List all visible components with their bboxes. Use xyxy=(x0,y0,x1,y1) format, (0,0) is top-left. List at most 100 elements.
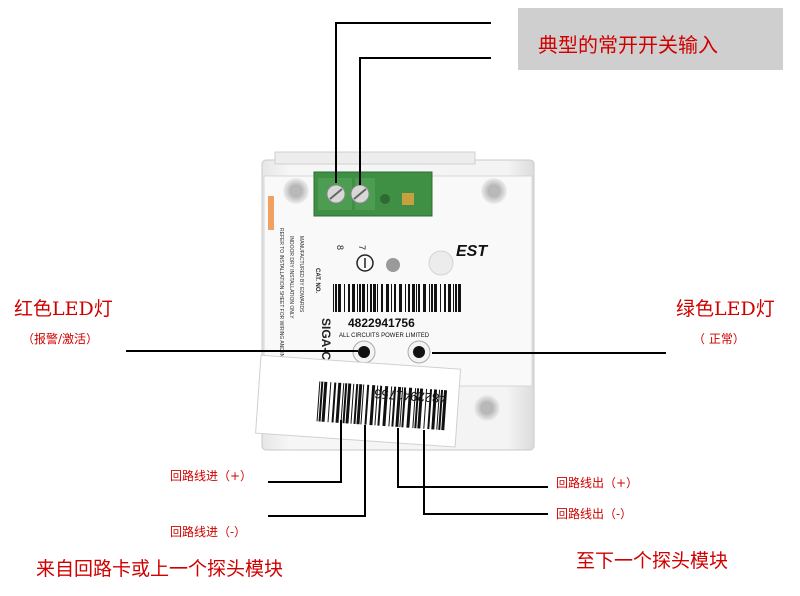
barcode-number: 4822941756 xyxy=(348,316,415,330)
leader-loop-out-plus xyxy=(397,428,548,488)
barcode-bar xyxy=(370,284,372,312)
loop-in-minus-label: 回路线进（-） xyxy=(170,525,247,539)
red-led xyxy=(352,340,376,364)
barcode-bar xyxy=(431,284,433,312)
barcode-bar xyxy=(335,284,337,312)
ground-symbol xyxy=(356,254,374,272)
sticker-barcode-bars xyxy=(316,381,448,431)
barcode-bar xyxy=(340,383,345,424)
barcode-bar xyxy=(359,284,361,312)
barcode-caption: ALL CIRCUITS POWER LIMITED xyxy=(339,333,430,339)
barcode-bar xyxy=(382,385,389,427)
barcode-bar xyxy=(377,284,378,312)
barcode-bar xyxy=(438,389,444,430)
barcode-bar xyxy=(417,388,424,429)
leader-loop-out-minus xyxy=(423,430,548,515)
side-text-2: INDOOR DRY INSTALLATION ONLY xyxy=(288,236,294,319)
barcode-bar xyxy=(434,284,437,312)
loop-in-plus-label: 回路线进（+） xyxy=(170,469,253,483)
cat-no-label: CAT. NO. xyxy=(314,268,320,294)
barcode-bar xyxy=(338,284,341,312)
barcode-bar xyxy=(353,383,359,425)
barcode-bar xyxy=(386,284,389,312)
barcode-bar xyxy=(335,382,342,423)
side-text-3: MANUFACTURED BY EDWARDS xyxy=(298,236,304,313)
barcode-bar xyxy=(374,385,379,426)
terminal-8-label: 8 xyxy=(335,245,345,250)
barcode-bar xyxy=(388,386,393,427)
barcode-bar xyxy=(423,388,428,429)
leader-lines xyxy=(126,22,666,517)
barcode-bar xyxy=(418,284,420,312)
barcode-bar xyxy=(436,389,441,430)
barcode-bar xyxy=(453,284,454,312)
leader-loop-in-minus xyxy=(268,425,366,517)
barcode-bar xyxy=(316,381,321,422)
barcode-bar xyxy=(342,383,348,424)
barcode-bar xyxy=(401,387,407,428)
barcode-bar xyxy=(399,284,402,312)
to-next-label: 至下一个探头模块 xyxy=(576,550,729,572)
model-label: SIGA-CT xyxy=(319,318,333,368)
barcode-bar xyxy=(321,381,328,422)
side-text-1: REFER TO INSTALLATION SHEET FOR WIRING A… xyxy=(278,228,284,424)
brand-logo: EST xyxy=(456,243,488,260)
barcode-bar xyxy=(429,284,430,312)
main-barcode-bars xyxy=(333,284,461,312)
barcode-bar xyxy=(412,388,417,429)
barcode-bar xyxy=(352,284,355,312)
barcode-bar xyxy=(427,389,433,430)
device-markings: 8 7 EST CAT. NO. REFER TO INSTALLATION S… xyxy=(278,228,488,424)
barcode-bar xyxy=(408,284,410,312)
main-barcode: 4822941756 ALL CIRCUITS POWER LIMITED xyxy=(333,284,461,339)
barcode-bar xyxy=(377,385,383,426)
leader-input-1 xyxy=(335,22,491,183)
sticker-number: 4822941756 xyxy=(374,386,447,406)
terminal-7-label: 7 xyxy=(357,245,367,250)
barcode-bar xyxy=(369,385,376,426)
barcode-bar xyxy=(357,284,358,312)
barcode-bar xyxy=(327,382,332,423)
leader-input-2 xyxy=(359,57,491,185)
leader-loop-in-plus xyxy=(268,420,342,483)
red-led-label: 红色LED灯 xyxy=(14,298,113,320)
barcode-bar xyxy=(333,284,334,312)
barcode-bar xyxy=(391,284,392,312)
barcode-bar xyxy=(348,284,350,312)
barcode-bar xyxy=(367,284,368,312)
barcode-bar xyxy=(406,387,413,428)
barcode-bar xyxy=(364,384,370,425)
title-label: 典型的常开开关输入 xyxy=(538,33,718,57)
terminal-block xyxy=(313,171,433,217)
barcode-bar xyxy=(440,284,441,312)
barcode-bar xyxy=(399,387,404,428)
barcode-bar xyxy=(405,284,406,312)
green-led-note: （ 正常） xyxy=(693,332,745,346)
green-led xyxy=(407,340,431,364)
barcode-bar xyxy=(360,384,365,425)
barcode-bar xyxy=(350,383,355,424)
barcode-bar xyxy=(344,284,345,312)
barcode-bar xyxy=(318,381,324,422)
barcode-bar xyxy=(412,284,415,312)
mounting-holes xyxy=(283,178,507,421)
barcode-bar xyxy=(423,284,426,312)
loop-out-minus-label: 回路线出（-） xyxy=(556,507,633,521)
barcode-bar xyxy=(444,284,446,312)
barcode-bar xyxy=(373,284,376,312)
barcode-bar xyxy=(416,284,417,312)
loop-out-plus-label: 回路线出（+） xyxy=(556,476,639,490)
barcode-bar xyxy=(441,390,448,431)
barcode-bar xyxy=(381,284,383,312)
barcode-bar xyxy=(345,383,352,424)
barcode-bar xyxy=(394,284,396,312)
serial-sticker: 4822941756 xyxy=(255,354,462,448)
barcode-bar xyxy=(331,382,337,423)
barcode-bar xyxy=(458,284,461,312)
red-led-note: （报警/激活） xyxy=(22,332,99,346)
title-box: 典型的常开开关输入 xyxy=(518,8,783,70)
barcode-bar xyxy=(455,284,457,312)
barcode-bar xyxy=(414,388,420,429)
barcode-bar xyxy=(448,284,451,312)
